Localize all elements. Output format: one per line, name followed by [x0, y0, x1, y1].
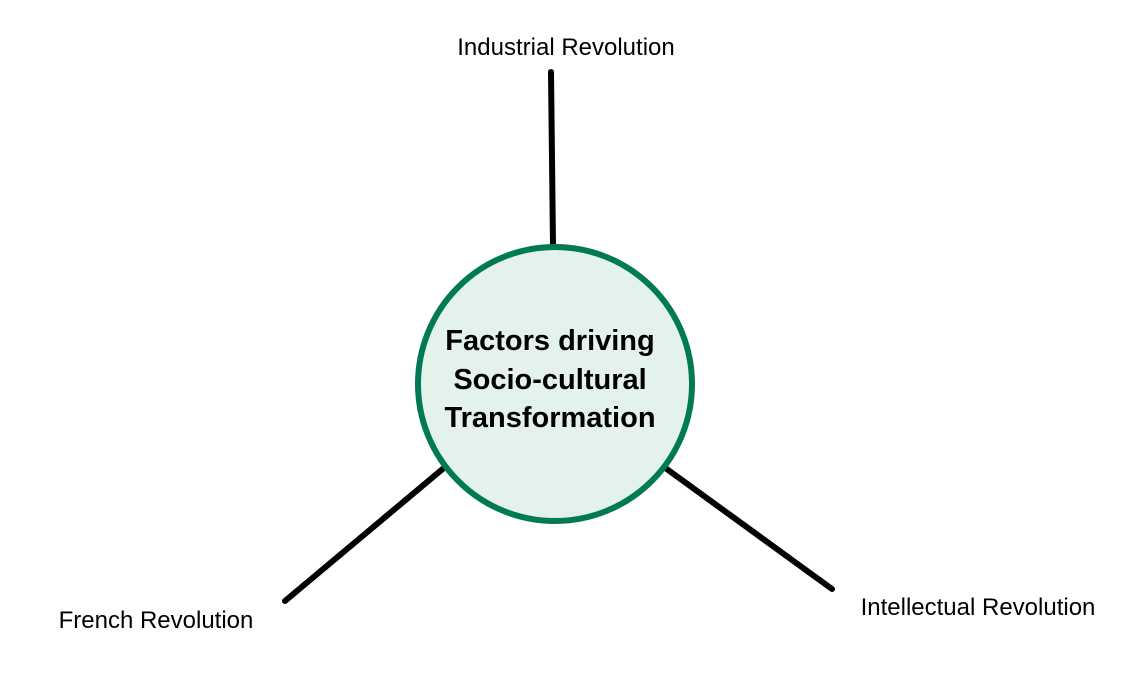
center-title-line-1: Factors driving	[445, 325, 655, 357]
center-title-line-3: Transformation	[444, 402, 655, 434]
center-title-line-2: Socio-cultural	[453, 364, 646, 396]
branch-label-industrial: Industrial Revolution	[457, 34, 674, 61]
connector-industrial	[548, 69, 556, 248]
connector-french	[282, 464, 448, 604]
branch-label-intellectual: Intellectual Revolution	[861, 594, 1096, 621]
branch-label-french: French Revolution	[59, 607, 254, 634]
center-hub-circle	[415, 244, 695, 524]
connector-intellectual	[661, 464, 835, 592]
